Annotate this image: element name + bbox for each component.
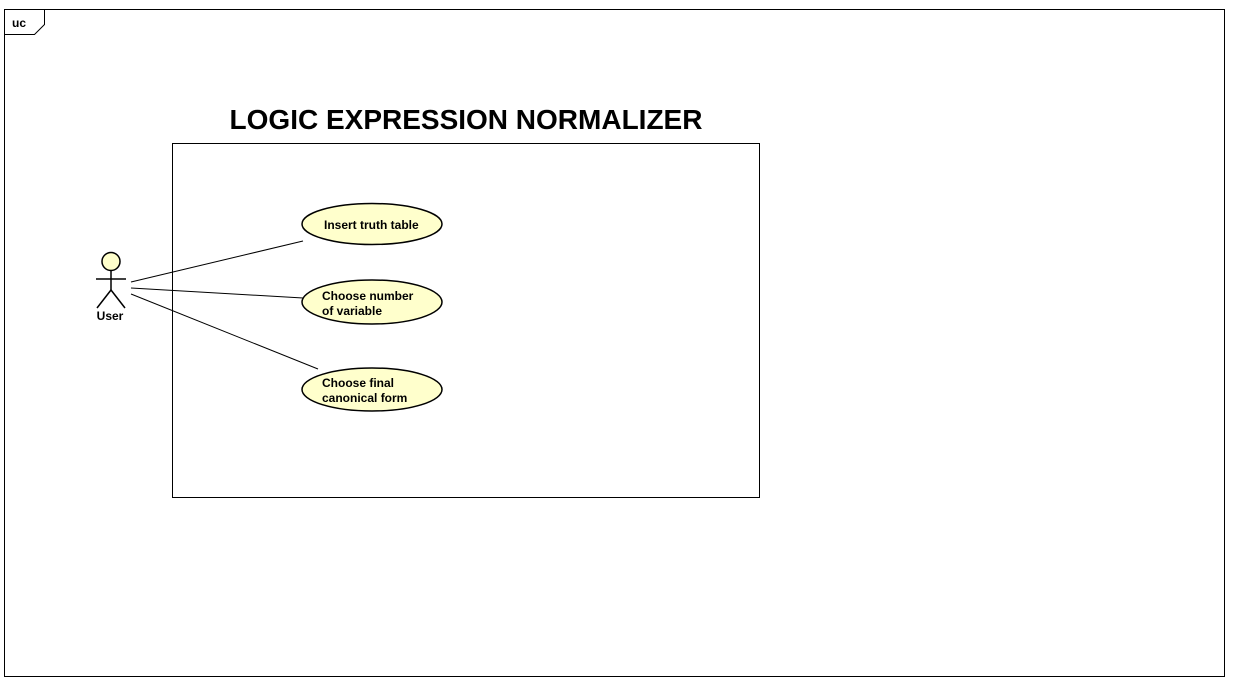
association-line — [130, 240, 304, 283]
use-case-label: Insert truth table — [324, 218, 419, 232]
use-case-ellipse — [301, 367, 443, 412]
use-case-choose-number-of-variable[interactable]: Choose number of variable — [301, 279, 443, 325]
actor-user[interactable]: User — [96, 251, 126, 324]
association-line — [130, 287, 304, 299]
system-title: LOGIC EXPRESSION NORMALIZER — [230, 104, 703, 135]
use-case-ellipse — [301, 202, 443, 246]
actor-right-leg — [110, 289, 126, 309]
use-case-label-line-2: of variable — [322, 304, 382, 318]
frame-kind-label: uc — [12, 16, 26, 30]
use-case-label-line-1: Choose number — [322, 289, 414, 303]
use-case-label-line-2: canonical form — [322, 391, 407, 405]
use-case-ellipse — [301, 279, 443, 325]
frame-tab — [4, 9, 45, 35]
actor-head — [101, 251, 121, 272]
use-case-label-line-1: Choose final — [322, 376, 394, 390]
use-case-insert-truth-table[interactable]: Insert truth table — [301, 202, 443, 246]
system-boundary — [172, 143, 760, 498]
association-line — [130, 293, 319, 370]
actor-label: User — [97, 309, 124, 323]
use-case-choose-final-canonical-form[interactable]: Choose final canonical form — [301, 367, 443, 412]
actor-left-leg — [96, 289, 112, 309]
